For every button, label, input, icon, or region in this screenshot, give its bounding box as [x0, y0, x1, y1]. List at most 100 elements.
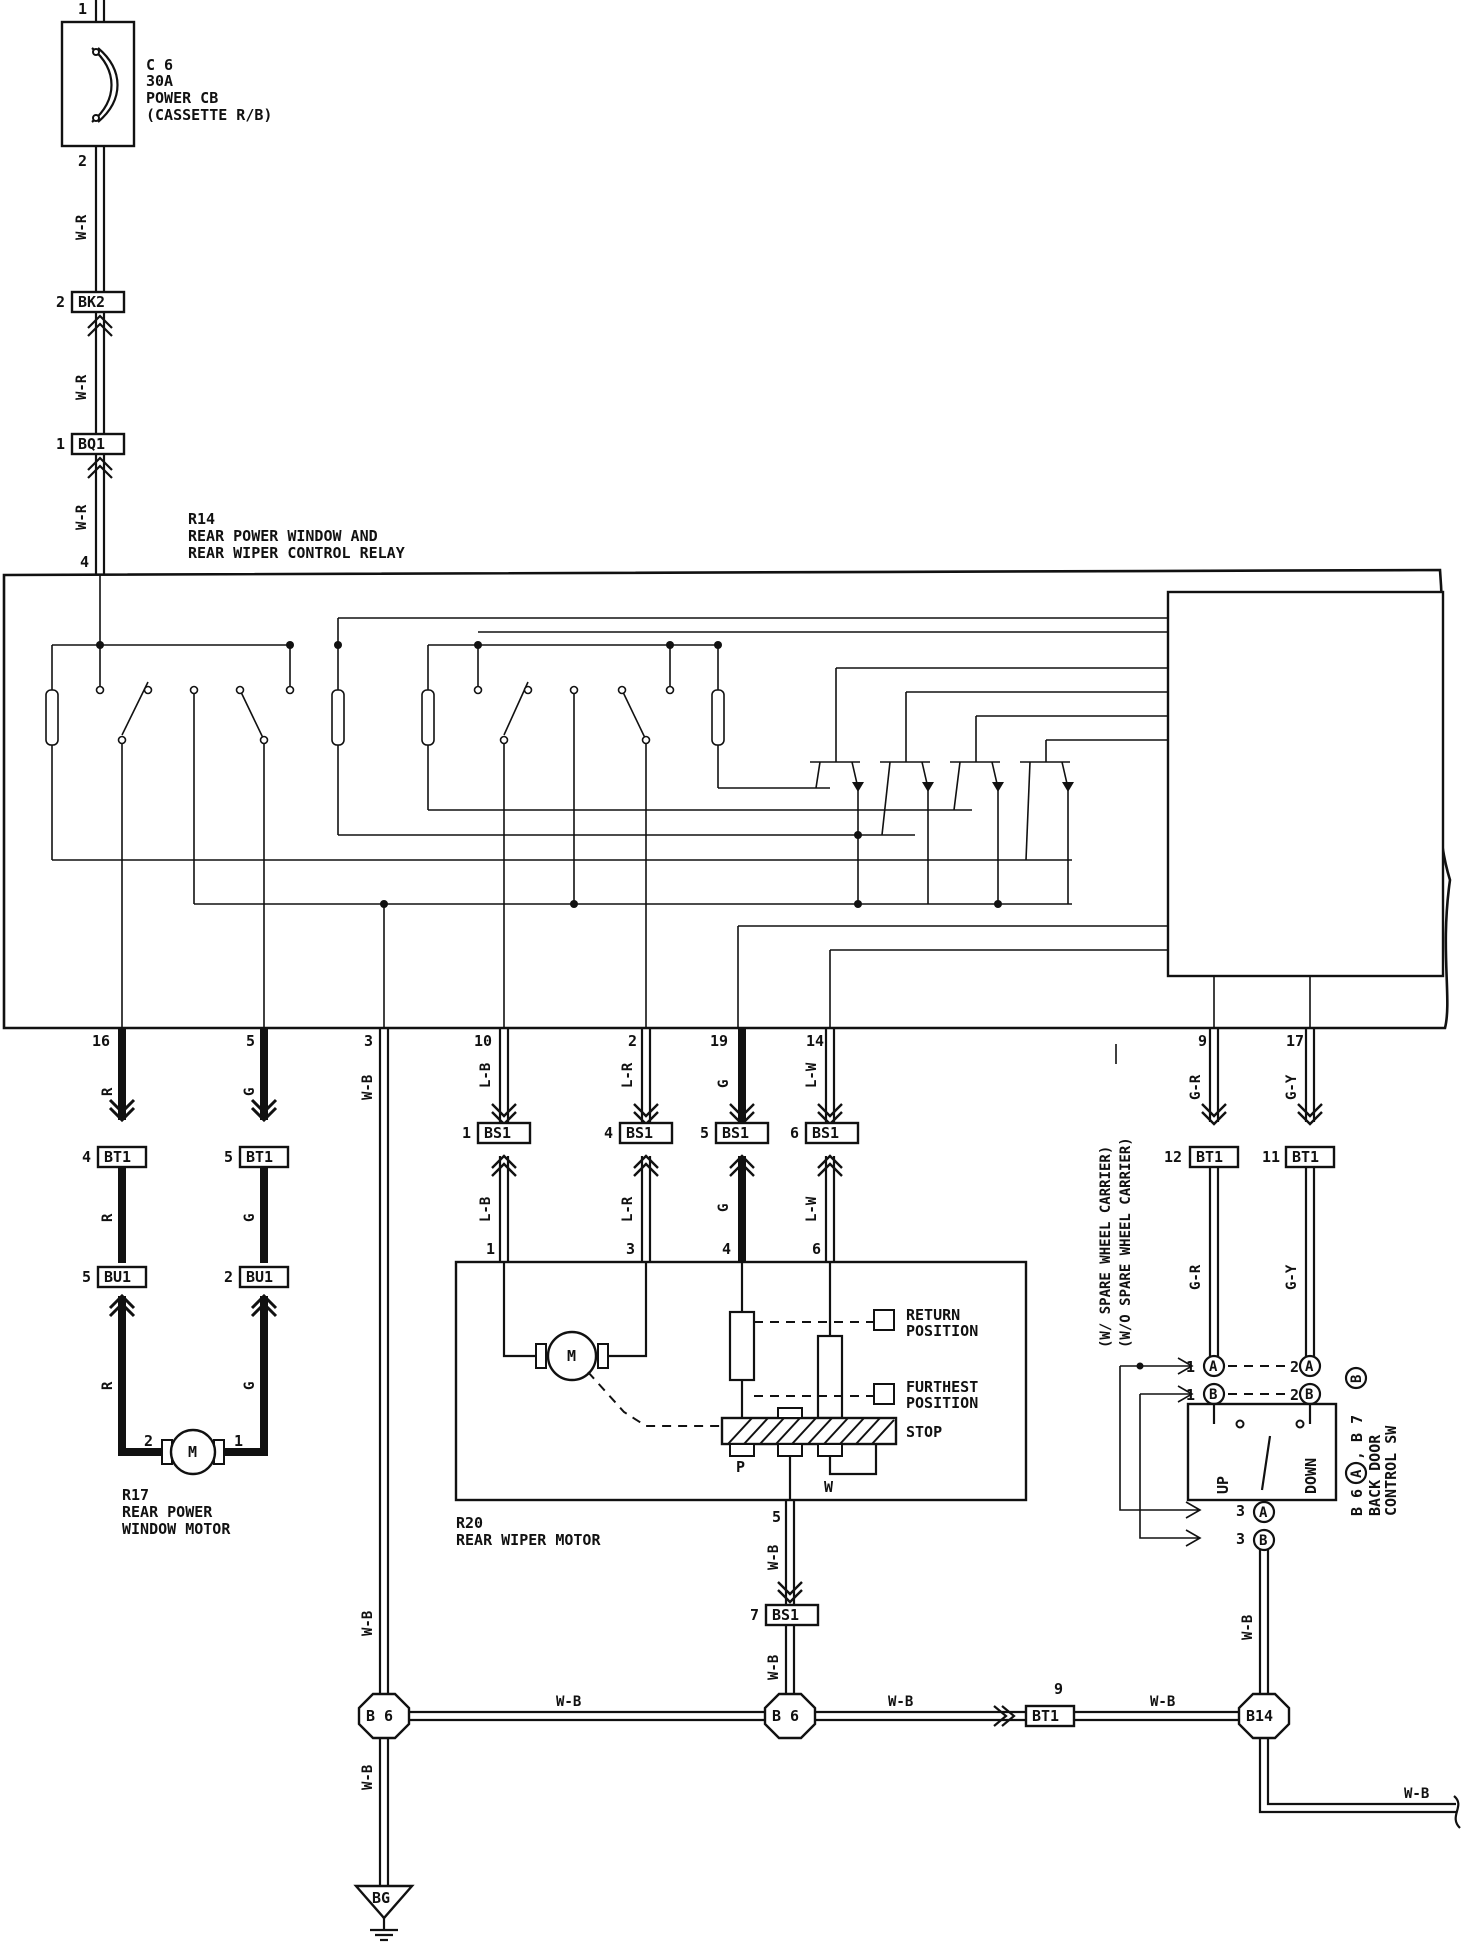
relay-pin-5: 5	[246, 1032, 255, 1050]
bds-conn-a-left: A	[1209, 1359, 1218, 1375]
wire-color-g-2: G	[242, 1214, 258, 1222]
bk2-label: BK2	[78, 293, 105, 311]
wire-color-wb-7: W-B	[1404, 1786, 1429, 1802]
bds-bt1-pin-right: 11	[1262, 1148, 1280, 1166]
relay-power-pin: 4	[80, 553, 89, 571]
wire-color-lb-1: L-B	[478, 1063, 494, 1088]
furthest-position-2: POSITION	[906, 1394, 978, 1412]
furthest-position-1: FURTHEST	[906, 1378, 978, 1396]
bs1-label-2: BS1	[626, 1124, 653, 1142]
wiper-ground-pin: 5	[772, 1508, 781, 1526]
r17-bu1-right-label: BU1	[246, 1268, 273, 1286]
relay-name-line2: REAR WIPER CONTROL RELAY	[188, 544, 405, 562]
wiper-pin-6: 6	[812, 1240, 821, 1258]
stop-label: STOP	[906, 1423, 942, 1441]
relay-r14: R14 REAR POWER WINDOW AND REAR WIPER CON…	[2, 510, 1452, 1050]
window-motor-name-1: REAR POWER	[122, 1503, 213, 1521]
wiper-pin-4: 4	[722, 1240, 731, 1258]
back-door-switch-circuit: G-R G-Y 12 BT1 11 BT1 G-R G-Y (W/ SPARE …	[1098, 1028, 1400, 1694]
circuit-breaker-c6: 1 2 C 6 30A POWER CB (CASSETTE R/B)	[60, 0, 272, 170]
bds-bt1-pin-left: 12	[1164, 1148, 1182, 1166]
bds-bt1-right-label: BT1	[1292, 1148, 1319, 1166]
wire-color-wr-2: W-R	[74, 374, 90, 400]
wire-color-lw-2: L-W	[804, 1196, 820, 1222]
bds-bt1-left-label: BT1	[1196, 1148, 1223, 1166]
connector-bk2: 2 BK2	[56, 290, 126, 337]
wiper-motor-circuit: L-B L-R G L-W 1 BS1 4 BS1 5 BS1 6 BS1 L-…	[454, 1028, 1028, 1694]
cb-name: POWER CB	[146, 89, 218, 107]
wire-color-wb-5: W-B	[888, 1694, 913, 1710]
bs1-pin-6: 6	[790, 1124, 799, 1142]
wiper-ground-bs1-label: BS1	[772, 1606, 799, 1624]
r17-bu1-pin-right: 2	[224, 1268, 233, 1286]
switch-down: DOWN	[1302, 1458, 1320, 1494]
bs1-pin-1: 1	[462, 1124, 471, 1142]
cb-rating: 30A	[146, 72, 173, 90]
relay-pin-9: 9	[1198, 1032, 1207, 1050]
relay-code: R14	[188, 510, 215, 528]
junction-b6-left: B 6	[366, 1707, 393, 1725]
ground-bt1-label: BT1	[1032, 1707, 1059, 1725]
window-motor-circuit: R G 4 BT1 5 BT1 R G 5 BU1 2 BU1 R G M 2 …	[82, 1028, 290, 1538]
return-position-2: POSITION	[906, 1322, 978, 1340]
window-motor-m: M	[188, 1443, 197, 1461]
wire-color-wb-9: W-B	[766, 1655, 782, 1680]
cb-location: (CASSETTE R/B)	[146, 106, 272, 124]
wire-color-wr-3: W-R	[74, 504, 90, 530]
relay-pin-14: 14	[806, 1032, 824, 1050]
wiper-pin-3: 3	[626, 1240, 635, 1258]
r17-bt1-pin-right: 5	[224, 1148, 233, 1166]
bs1-label-4: BS1	[812, 1124, 839, 1142]
relay-pin-10: 10	[474, 1032, 492, 1050]
bq1-pin: 1	[56, 435, 65, 453]
window-motor-symbol	[169, 1428, 217, 1476]
wire-color-lr-2: L-R	[620, 1196, 636, 1222]
junction-b14: B14	[1246, 1707, 1273, 1725]
note-with-spare: (W/ SPARE WHEEL CARRIER)	[1098, 1146, 1114, 1348]
wire-color-g-5: G	[716, 1204, 732, 1212]
wire-color-wb-1: W-B	[360, 1075, 376, 1100]
wire-color-lw-1: L-W	[804, 1062, 820, 1088]
relay-name-line1: REAR POWER WINDOW AND	[188, 527, 378, 545]
wire-color-wb-10: W-B	[1240, 1615, 1256, 1640]
bds-pin-b2: 2	[1290, 1386, 1299, 1404]
note-without-spare: (W/O SPARE WHEEL CARRIER)	[1118, 1137, 1134, 1348]
wiper-motor-name: REAR WIPER MOTOR	[456, 1531, 601, 1549]
relay-pin-17: 17	[1286, 1032, 1304, 1050]
switch-up: UP	[1214, 1476, 1232, 1494]
connector-bq1: 1 BQ1	[56, 432, 126, 479]
r17-bu1-pin-left: 5	[82, 1268, 91, 1286]
wire-color-wb-4: W-B	[556, 1694, 581, 1710]
bq1-label: BQ1	[78, 435, 105, 453]
relay-pin-16: 16	[92, 1032, 110, 1050]
bds-conn-b-left: B	[1209, 1387, 1217, 1403]
bds-codes: B 6	[1348, 1489, 1366, 1516]
r17-bt1-right-label: BT1	[246, 1148, 273, 1166]
wire-color-r-2: R	[100, 1213, 116, 1222]
wire-color-lr-1: L-R	[620, 1062, 636, 1088]
wiper-pin-1: 1	[486, 1240, 495, 1258]
bs1-pin-4: 4	[604, 1124, 613, 1142]
window-motor-pin-left: 2	[144, 1432, 153, 1450]
wire-color-r-1: R	[100, 1087, 116, 1096]
bds-conn-a-bottom: A	[1259, 1505, 1268, 1521]
bs1-label-1: BS1	[484, 1124, 511, 1142]
wire-color-wb-8: W-B	[766, 1545, 782, 1570]
wire-color-gy-2: G-Y	[1284, 1264, 1300, 1290]
wire-color-wb-2: W-B	[360, 1611, 376, 1636]
relay-pin-2: 2	[628, 1032, 637, 1050]
bds-conn-b-right: B	[1305, 1387, 1313, 1403]
bds-and: , B 7	[1348, 1415, 1366, 1460]
window-motor-pin-right: 1	[234, 1432, 243, 1450]
bds-label-b: B	[1349, 1375, 1365, 1383]
window-motor-name-2: WINDOW MOTOR	[122, 1520, 231, 1538]
bds-conn-b-bottom: B	[1259, 1533, 1267, 1549]
contact-w: W	[824, 1478, 834, 1496]
wire-color-lb-2: L-B	[478, 1197, 494, 1222]
ground-circuit: W-B W-B W-B W-B W-B W-B B 6 B 6 9 BT1 B1…	[353, 1028, 1461, 1942]
cb-pin-bottom: 2	[78, 152, 87, 170]
bds-pin-3b: 3	[1236, 1530, 1245, 1548]
bs1-pin-5: 5	[700, 1124, 709, 1142]
bds-pin-a2: 2	[1290, 1358, 1299, 1376]
